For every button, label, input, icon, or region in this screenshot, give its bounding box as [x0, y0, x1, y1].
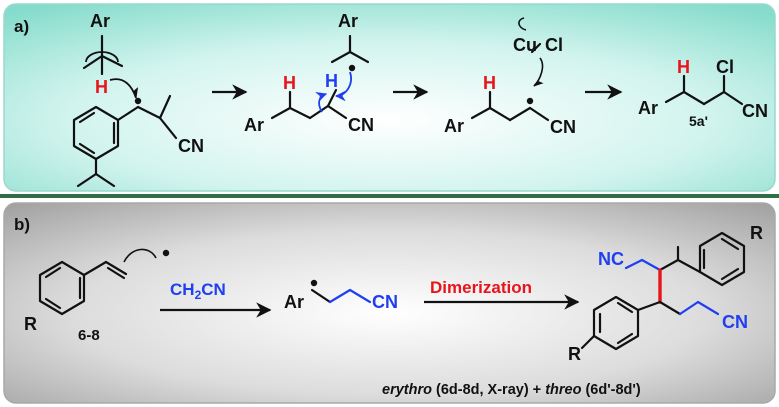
- blue-arrow: [315, 91, 328, 113]
- radical-dot: [526, 97, 534, 105]
- label-cn: CN: [742, 101, 768, 121]
- half-arrow-left: [85, 51, 119, 63]
- label-r: R: [24, 314, 37, 334]
- panel-b-background: [3, 202, 776, 404]
- half-arrow-to-radical: [109, 78, 139, 100]
- label-ar: Ar: [338, 11, 358, 31]
- arrow-label-dimerization: Dimerization: [430, 278, 532, 297]
- radical-dot: [348, 64, 356, 72]
- radical-dot: [310, 279, 318, 287]
- compound-id: 6-8: [78, 327, 100, 344]
- label-ar: Ar: [244, 115, 264, 135]
- label-r: R: [750, 223, 763, 243]
- label-cn: CN: [348, 115, 374, 135]
- structure-product-5a: [664, 74, 744, 106]
- half-arrow: [123, 248, 157, 263]
- label-cu: Cu: [513, 35, 537, 55]
- structure-a2: [270, 34, 370, 120]
- structure-b-radical: [310, 288, 372, 304]
- half-arrow: [533, 57, 544, 87]
- reagent-ch2cn: CH2CN: [170, 280, 226, 302]
- radical-dot: [162, 249, 170, 257]
- label-h: H: [483, 73, 496, 93]
- panel-a-background: [3, 3, 776, 192]
- structure-dimer: [580, 231, 746, 351]
- divider: [0, 194, 779, 198]
- label-h-blue: H: [325, 71, 338, 91]
- structure-a1-radical: [72, 34, 178, 188]
- label-cn: CN: [722, 312, 748, 332]
- label-cn: CN: [372, 292, 398, 312]
- label-h-red: H: [95, 77, 108, 97]
- label-ar: Ar: [638, 98, 658, 118]
- panel-b: b) R 6-8 CH2CN Ar CN Dimerization: [3, 202, 776, 404]
- label-r: R: [568, 344, 581, 364]
- panel-a: a) Ar H CN: [3, 3, 776, 192]
- structure-styrene: [38, 260, 128, 316]
- label-cn: CN: [178, 136, 204, 156]
- compound-id: 5a': [689, 113, 708, 129]
- stereo-footer: erythro (6d-8d, X-ray) + threo (6d'-8d'): [382, 382, 641, 398]
- label-cl: Cl: [716, 57, 734, 77]
- label-ar: Ar: [444, 116, 464, 136]
- blue-arrow: [334, 71, 352, 102]
- curved-arrow: [518, 17, 527, 31]
- label-h-red: H: [283, 73, 296, 93]
- panel-b-label: b): [14, 215, 30, 234]
- label-ar: Ar: [90, 11, 110, 31]
- label-cl: Cl: [545, 35, 563, 55]
- structure-a3: [470, 42, 550, 122]
- panel-a-label: a): [14, 17, 29, 36]
- label-cn: CN: [550, 117, 576, 137]
- radical-dot: [134, 97, 142, 105]
- label-h: H: [677, 57, 690, 77]
- label-nc: NC: [598, 249, 624, 269]
- label-ar: Ar: [284, 292, 304, 312]
